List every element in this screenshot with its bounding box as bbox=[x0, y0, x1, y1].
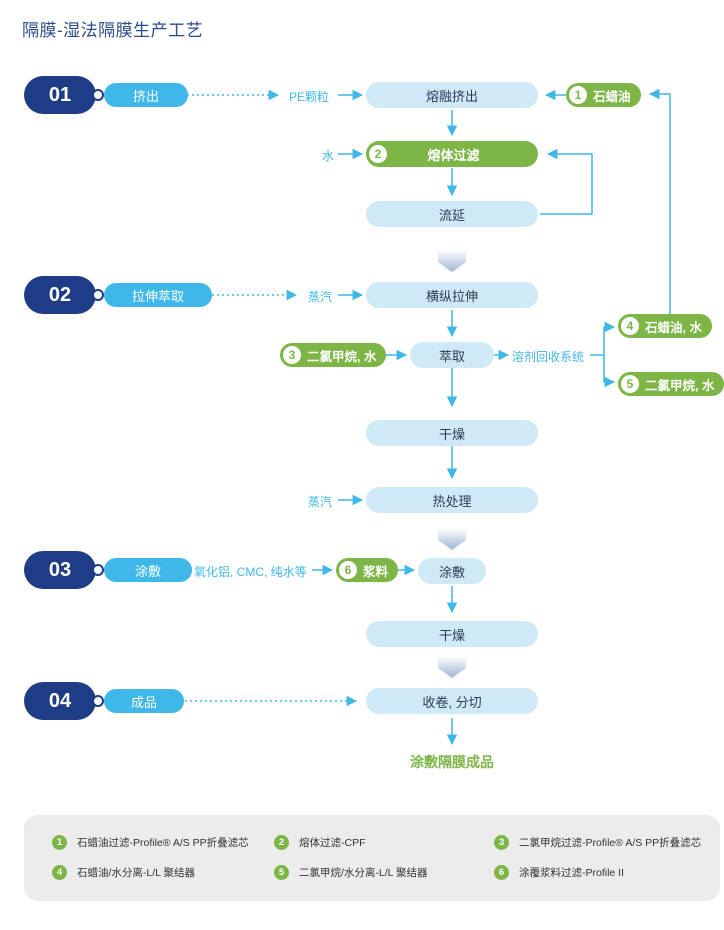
chevron-down-icon bbox=[438, 250, 466, 272]
filter-tag-label: 石蜡油, 水 bbox=[645, 320, 702, 335]
filter-number-badge: 5 bbox=[621, 375, 639, 393]
stage-number: 02 bbox=[24, 276, 96, 314]
input-steam: 蒸汽 bbox=[308, 290, 333, 304]
filter-tag-paraffin-water: 4 石蜡油, 水 bbox=[618, 314, 712, 338]
process-melt-filter: 2 熔体过滤 bbox=[366, 141, 538, 167]
filter-number-badge: 4 bbox=[621, 317, 639, 335]
input-pe-pellets: PE颗粒 bbox=[289, 90, 330, 104]
legend-number-badge: 6 bbox=[494, 865, 509, 880]
legend-number-badge: 4 bbox=[52, 865, 67, 880]
stage-connector-dot bbox=[92, 289, 104, 301]
stage-connector-dot bbox=[92, 89, 104, 101]
filter-tag-label: 二氯甲烷, 水 bbox=[645, 378, 715, 393]
filter-number-badge: 3 bbox=[283, 346, 301, 364]
chevron-down-icon bbox=[438, 656, 466, 678]
legend-number-badge: 1 bbox=[52, 835, 67, 850]
legend-number-badge: 3 bbox=[494, 835, 509, 850]
legend-text: 石蜡油过滤-Profile® A/S PP折叠滤芯 bbox=[77, 837, 249, 849]
filter-tag-label: 二氯甲烷, 水 bbox=[307, 349, 377, 364]
stage-number: 03 bbox=[24, 551, 96, 589]
page-title: 隔膜-湿法隔膜生产工艺 bbox=[22, 21, 204, 40]
legend: 1 石蜡油过滤-Profile® A/S PP折叠滤芯 2 熔体过滤-CPF 3… bbox=[24, 815, 720, 901]
filter-tag-paraffin: 1 石蜡油 bbox=[566, 83, 641, 107]
chevron-down-icon bbox=[438, 528, 466, 550]
legend-item: 1 石蜡油过滤-Profile® A/S PP折叠滤芯 bbox=[52, 835, 249, 850]
filter-number-badge: 6 bbox=[339, 561, 357, 579]
legend-item: 6 涂覆浆料过滤-Profile II bbox=[494, 865, 624, 880]
process-stretch: 横纵拉伸 bbox=[366, 282, 538, 308]
process-wind-cut: 收卷, 分切 bbox=[366, 688, 538, 714]
legend-item: 2 熔体过滤-CPF bbox=[274, 835, 366, 850]
process-melt-extrude: 熔融挤出 bbox=[366, 82, 538, 108]
input-solvent-recovery: 溶剂回收系统 bbox=[512, 350, 585, 364]
legend-number-badge: 5 bbox=[274, 865, 289, 880]
legend-item: 3 二氯甲烷过滤-Profile® A/S PP折叠滤芯 bbox=[494, 835, 701, 850]
legend-item: 4 石蜡油/水分离-L/L 聚结器 bbox=[52, 865, 195, 880]
process-extract: 萃取 bbox=[410, 342, 494, 368]
legend-number-badge: 2 bbox=[274, 835, 289, 850]
process-dry: 干燥 bbox=[366, 621, 538, 647]
input-coating-materials: 氧化铝, CMC, 纯水等 bbox=[194, 565, 307, 579]
stage-label: 涂敷 bbox=[104, 558, 192, 582]
process-heat-treat: 热处理 bbox=[366, 487, 538, 513]
stage-label: 成品 bbox=[104, 689, 184, 713]
process-dry: 干燥 bbox=[366, 420, 538, 446]
legend-text: 熔体过滤-CPF bbox=[299, 837, 366, 849]
stage-connector-dot bbox=[92, 564, 104, 576]
stage-number: 04 bbox=[24, 682, 96, 720]
filter-tag-dcm-water: 3 二氯甲烷, 水 bbox=[280, 343, 387, 367]
process-casting: 流延 bbox=[366, 201, 538, 227]
legend-text: 石蜡油/水分离-L/L 聚结器 bbox=[77, 867, 196, 879]
stage-number: 01 bbox=[24, 76, 96, 114]
stage-connector-dot bbox=[92, 695, 104, 707]
filter-tag-label: 浆料 bbox=[363, 564, 389, 579]
filter-number-badge: 1 bbox=[569, 86, 587, 104]
input-steam: 蒸汽 bbox=[308, 495, 333, 509]
input-water: 水 bbox=[322, 149, 335, 163]
stage-label: 拉伸萃取 bbox=[104, 283, 212, 307]
legend-item: 5 二氯甲烷/水分离-L/L 聚结器 bbox=[274, 865, 428, 880]
filter-tag-label: 石蜡油 bbox=[593, 89, 631, 104]
legend-text: 二氯甲烷过滤-Profile® A/S PP折叠滤芯 bbox=[519, 837, 702, 849]
filter-tag-slurry: 6 浆料 bbox=[336, 558, 399, 582]
filter-tag-dcm-water: 5 二氯甲烷, 水 bbox=[618, 372, 724, 396]
final-product: 涂敷隔膜成品 bbox=[410, 754, 494, 770]
legend-text: 二氯甲烷/水分离-L/L 聚结器 bbox=[299, 867, 428, 879]
stage-label: 挤出 bbox=[104, 83, 188, 107]
legend-text: 涂覆浆料过滤-Profile II bbox=[519, 867, 625, 879]
process-label: 熔体过滤 bbox=[427, 147, 480, 163]
filter-number-badge: 2 bbox=[369, 145, 387, 163]
process-coat: 涂敷 bbox=[418, 558, 486, 584]
